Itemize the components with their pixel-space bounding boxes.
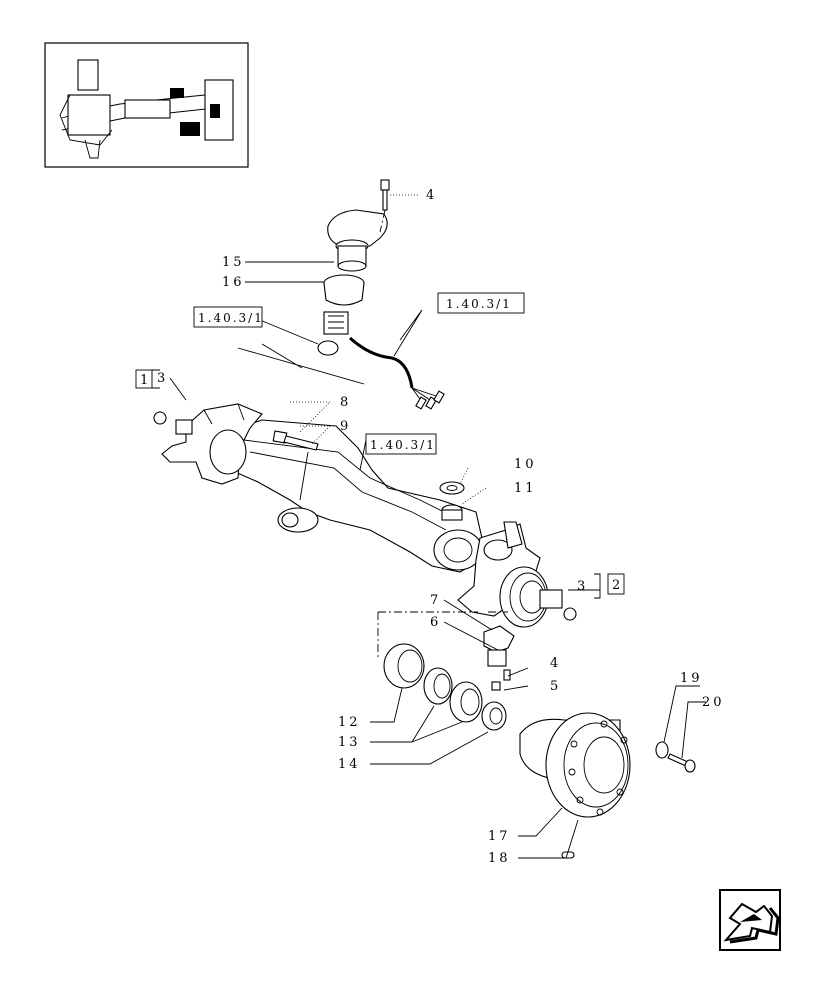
callout-19: 19 — [680, 671, 703, 686]
seal-12 — [383, 643, 425, 689]
drive-flange — [499, 566, 577, 628]
hub-group-outline — [377, 611, 508, 660]
reference-box-2[interactable]: 2 — [594, 573, 625, 599]
next-page-arrow-icon[interactable] — [719, 889, 781, 951]
svg-text:1.40.3/1: 1.40.3/1 — [370, 438, 436, 452]
callout-16: 16 — [222, 275, 245, 290]
axle-housing — [225, 343, 487, 573]
callout-14: 14 — [338, 757, 361, 772]
lower-kingpin — [483, 625, 515, 691]
washer-10-bushing-11 — [439, 481, 465, 521]
svg-text:1.40.3/1: 1.40.3/1 — [446, 297, 512, 311]
callout-12: 12 — [338, 715, 361, 730]
cable-harness — [348, 336, 445, 410]
left-steering-knuckle — [153, 403, 263, 485]
reference-box-1[interactable]: 1 — [135, 369, 160, 389]
bolt-top — [379, 179, 390, 233]
callout-3-left: 3 — [157, 371, 168, 386]
callout-4-bottom: 4 — [550, 656, 561, 671]
svg-text:1.40.3/1: 1.40.3/1 — [198, 311, 264, 325]
callout-20: 20 — [702, 695, 725, 710]
leader-lines — [169, 194, 706, 859]
bolt-8-9 — [272, 430, 319, 451]
bearing-14 — [481, 701, 507, 731]
bearing-16 — [323, 274, 365, 306]
upper-kingpin-cap — [327, 209, 388, 272]
callout-5: 5 — [550, 679, 561, 694]
callout-3-right: 3 — [577, 579, 588, 594]
reference-box-left[interactable]: 1.40.3/1 — [193, 306, 264, 328]
bearing-13 — [423, 667, 483, 723]
svg-text:1: 1 — [140, 373, 151, 388]
callout-4-top: 4 — [426, 188, 437, 203]
overview-thumbnail — [44, 42, 249, 168]
callout-10: 10 — [514, 457, 537, 472]
small-bearing-stack — [317, 311, 349, 356]
wheel-hub-17 — [519, 712, 631, 818]
callout-15: 15 — [222, 255, 245, 270]
callout-9: 9 — [340, 419, 351, 434]
callout-18: 18 — [488, 851, 511, 866]
svg-text:2: 2 — [612, 578, 623, 593]
callout-13: 13 — [338, 735, 361, 750]
reference-box-middle[interactable]: 1.40.3/1 — [365, 433, 437, 455]
callout-6: 6 — [430, 615, 441, 630]
callout-labels: 4 15 16 3 8 9 10 11 7 6 3 4 5 12 13 14 1… — [157, 188, 725, 866]
washer-19-bolt-20 — [655, 741, 696, 773]
callout-7: 7 — [430, 593, 441, 608]
callout-11: 11 — [514, 481, 537, 496]
callout-8: 8 — [340, 395, 351, 410]
callout-17: 17 — [488, 829, 511, 844]
reference-box-right[interactable]: 1.40.3/1 — [437, 292, 525, 314]
